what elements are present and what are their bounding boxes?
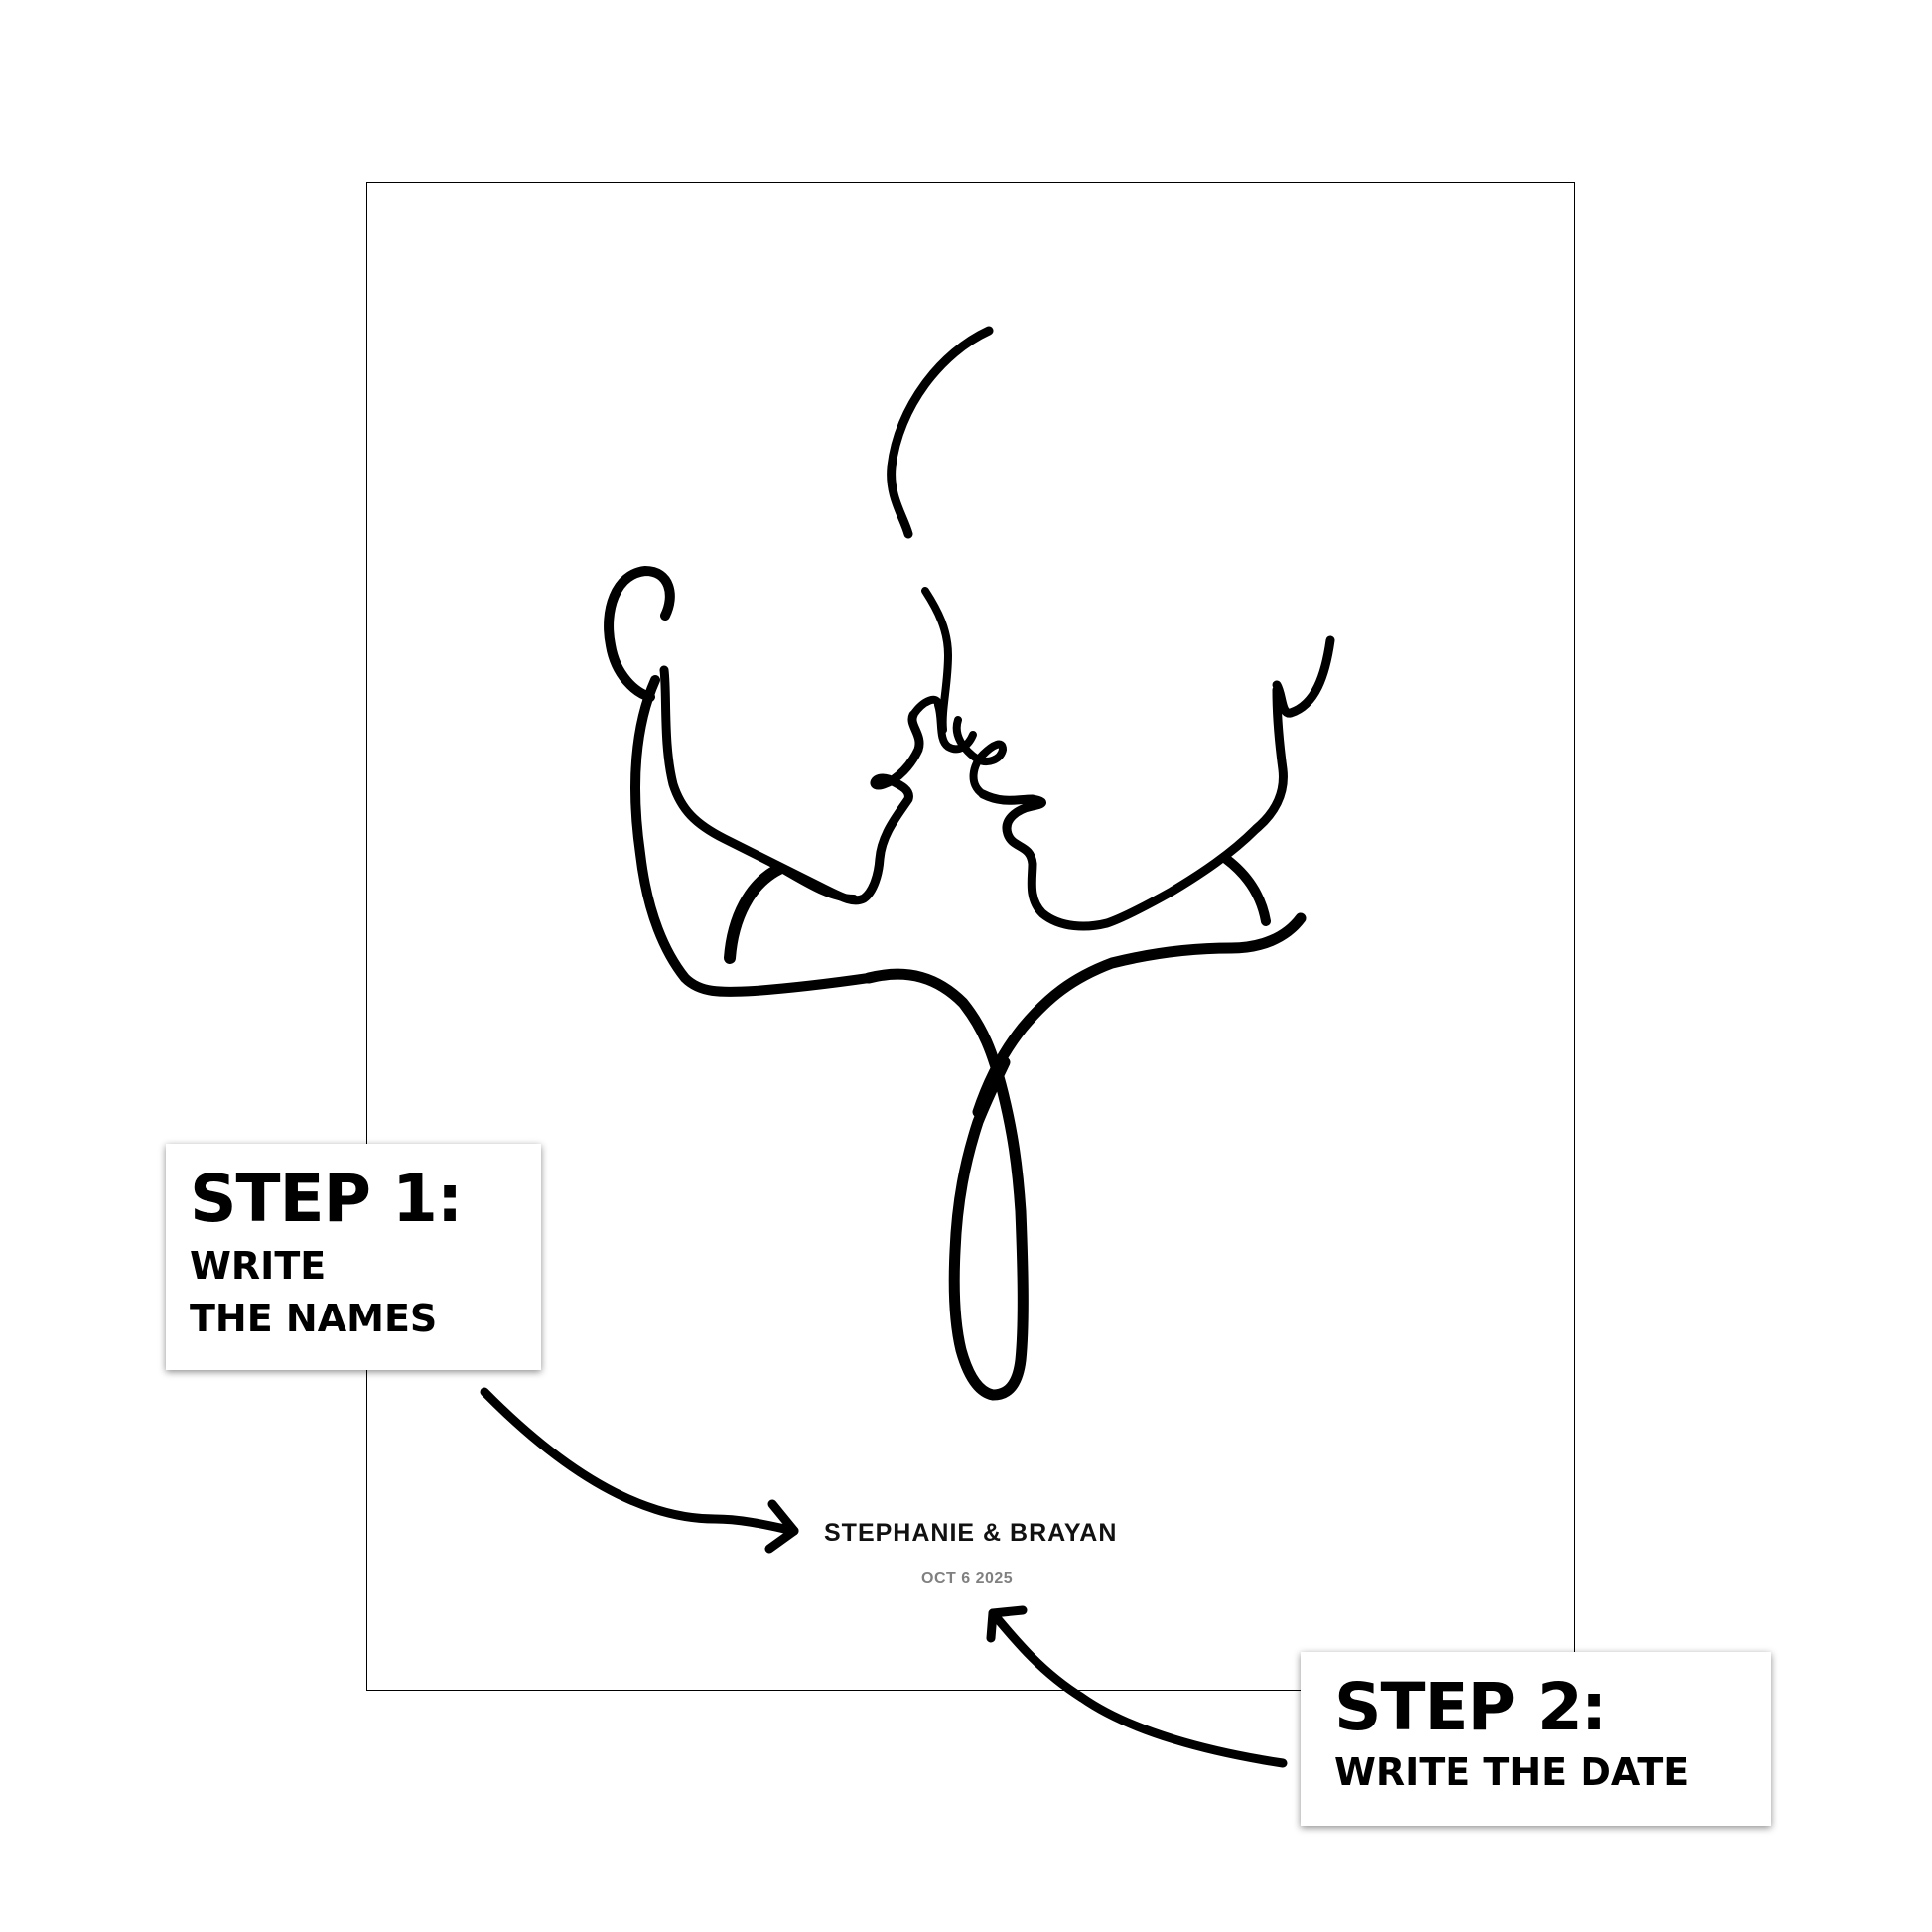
step-1-description-line-2: THE NAMES (190, 1297, 438, 1340)
step-1-title: STEP 1: (190, 1161, 463, 1237)
step-1-card: STEP 1: WRITE THE NAMES (166, 1144, 541, 1370)
step-1-description-line-1: WRITE (190, 1244, 327, 1288)
step-2-description: WRITE THE DATE (1334, 1750, 1690, 1794)
step-2-card: STEP 2: WRITE THE DATE (1301, 1652, 1771, 1826)
poster-frame (366, 182, 1575, 1691)
date-text: OCT 6 2025 (921, 1570, 1014, 1587)
couple-names-text: STEPHANIE & BRAYAN (824, 1519, 1118, 1547)
step-2-title: STEP 2: (1334, 1669, 1607, 1745)
